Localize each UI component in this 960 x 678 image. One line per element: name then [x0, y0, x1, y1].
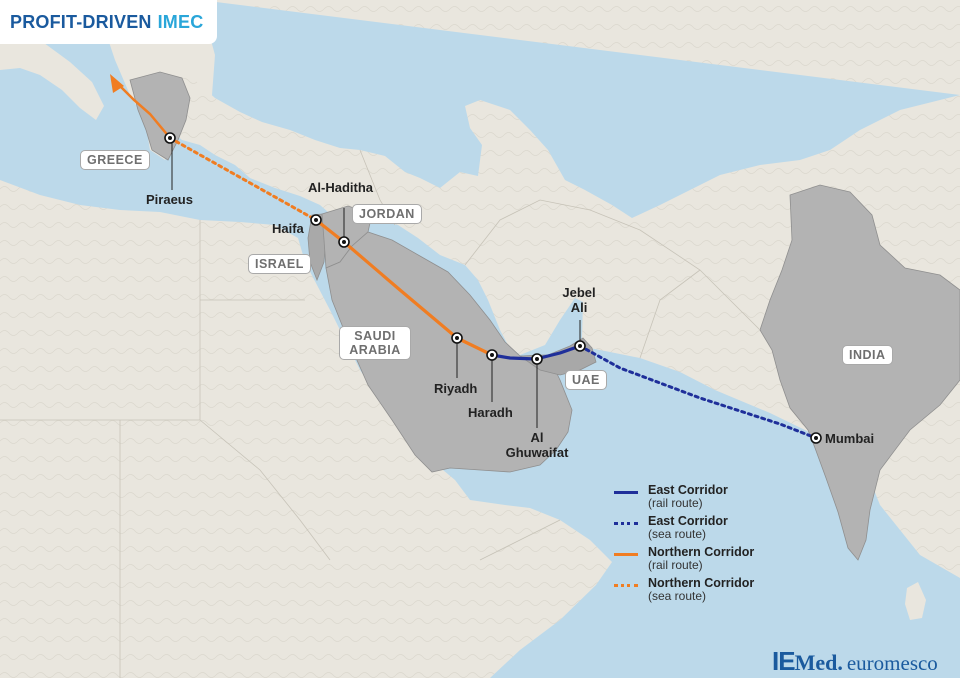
city-label-riyadh: Riyadh: [434, 381, 478, 396]
legend-sublabel: (sea route): [648, 527, 707, 541]
legend-item-east-rail: East Corridor (rail route): [614, 482, 764, 513]
northern-corridor-rail-route: [315, 218, 493, 357]
europe-arrow: [110, 74, 124, 93]
city-label-al-haditha: Al-Haditha: [308, 180, 373, 195]
country-label-saudi-arabia: SAUDI ARABIA: [339, 326, 411, 360]
legend-item-northern-rail: Northern Corridor (rail route): [614, 544, 764, 575]
legend-label: East Corridor: [648, 514, 728, 528]
legend-label: Northern Corridor: [648, 545, 755, 559]
country-borders: [0, 149, 761, 678]
city-markers: [164, 132, 822, 444]
india-shape: [759, 184, 960, 561]
northern-corridor-sea-route: [168, 136, 318, 222]
saudi-arabia-shape: [325, 231, 573, 473]
title-part-1: PROFIT-DRIVEN: [10, 11, 152, 32]
city-label-jebel-ali: Jebel Ali: [562, 285, 596, 315]
city-label-al-ghuwaifat: Al Ghuwaifat: [505, 430, 569, 460]
legend: East Corridor (rail route) East Corridor…: [614, 482, 764, 606]
country-label-uae: UAE: [565, 370, 607, 390]
logo-med: Med.: [794, 650, 843, 675]
legend-swatch-east-rail: [614, 491, 638, 494]
legend-item-northern-sea: Northern Corridor (sea route): [614, 575, 764, 606]
country-label-india: INDIA: [842, 345, 893, 365]
legend-swatch-east-sea: [614, 522, 638, 525]
logo-euromesco: euromesco: [846, 651, 938, 675]
legend-swatch-northern-sea: [614, 584, 638, 587]
city-label-piraeus: Piraeus: [146, 192, 193, 207]
country-label-israel: ISRAEL: [248, 254, 311, 274]
legend-label: East Corridor: [648, 483, 728, 497]
logo-ie: IE: [772, 646, 796, 676]
land-sri-lanka: [905, 582, 926, 620]
city-label-mumbai: Mumbai: [825, 431, 875, 446]
legend-sublabel: (rail route): [648, 558, 703, 572]
legend-sublabel: (sea route): [648, 589, 707, 603]
title-part-2: IMEC: [157, 11, 204, 32]
country-label-jordan: JORDAN: [352, 204, 422, 224]
map-title: PROFIT-DRIVEN IMEC: [0, 0, 218, 44]
legend-item-east-sea: East Corridor (sea route): [614, 513, 764, 544]
iemed-euromesco-logo: IEMed. euromesco: [772, 646, 938, 677]
label-leaders: [171, 138, 581, 428]
land-italy: [0, 40, 104, 120]
east-corridor-sea-route: [578, 344, 818, 440]
legend-sublabel: (rail route): [648, 496, 703, 510]
city-label-haradh: Haradh: [468, 405, 513, 420]
city-label-haifa: Haifa: [272, 221, 304, 236]
legend-swatch-northern-rail: [614, 553, 638, 556]
legend-label: Northern Corridor: [648, 576, 755, 590]
northern-corridor-sea-route-to-europe: [117, 83, 171, 139]
country-label-greece: GREECE: [80, 150, 150, 170]
